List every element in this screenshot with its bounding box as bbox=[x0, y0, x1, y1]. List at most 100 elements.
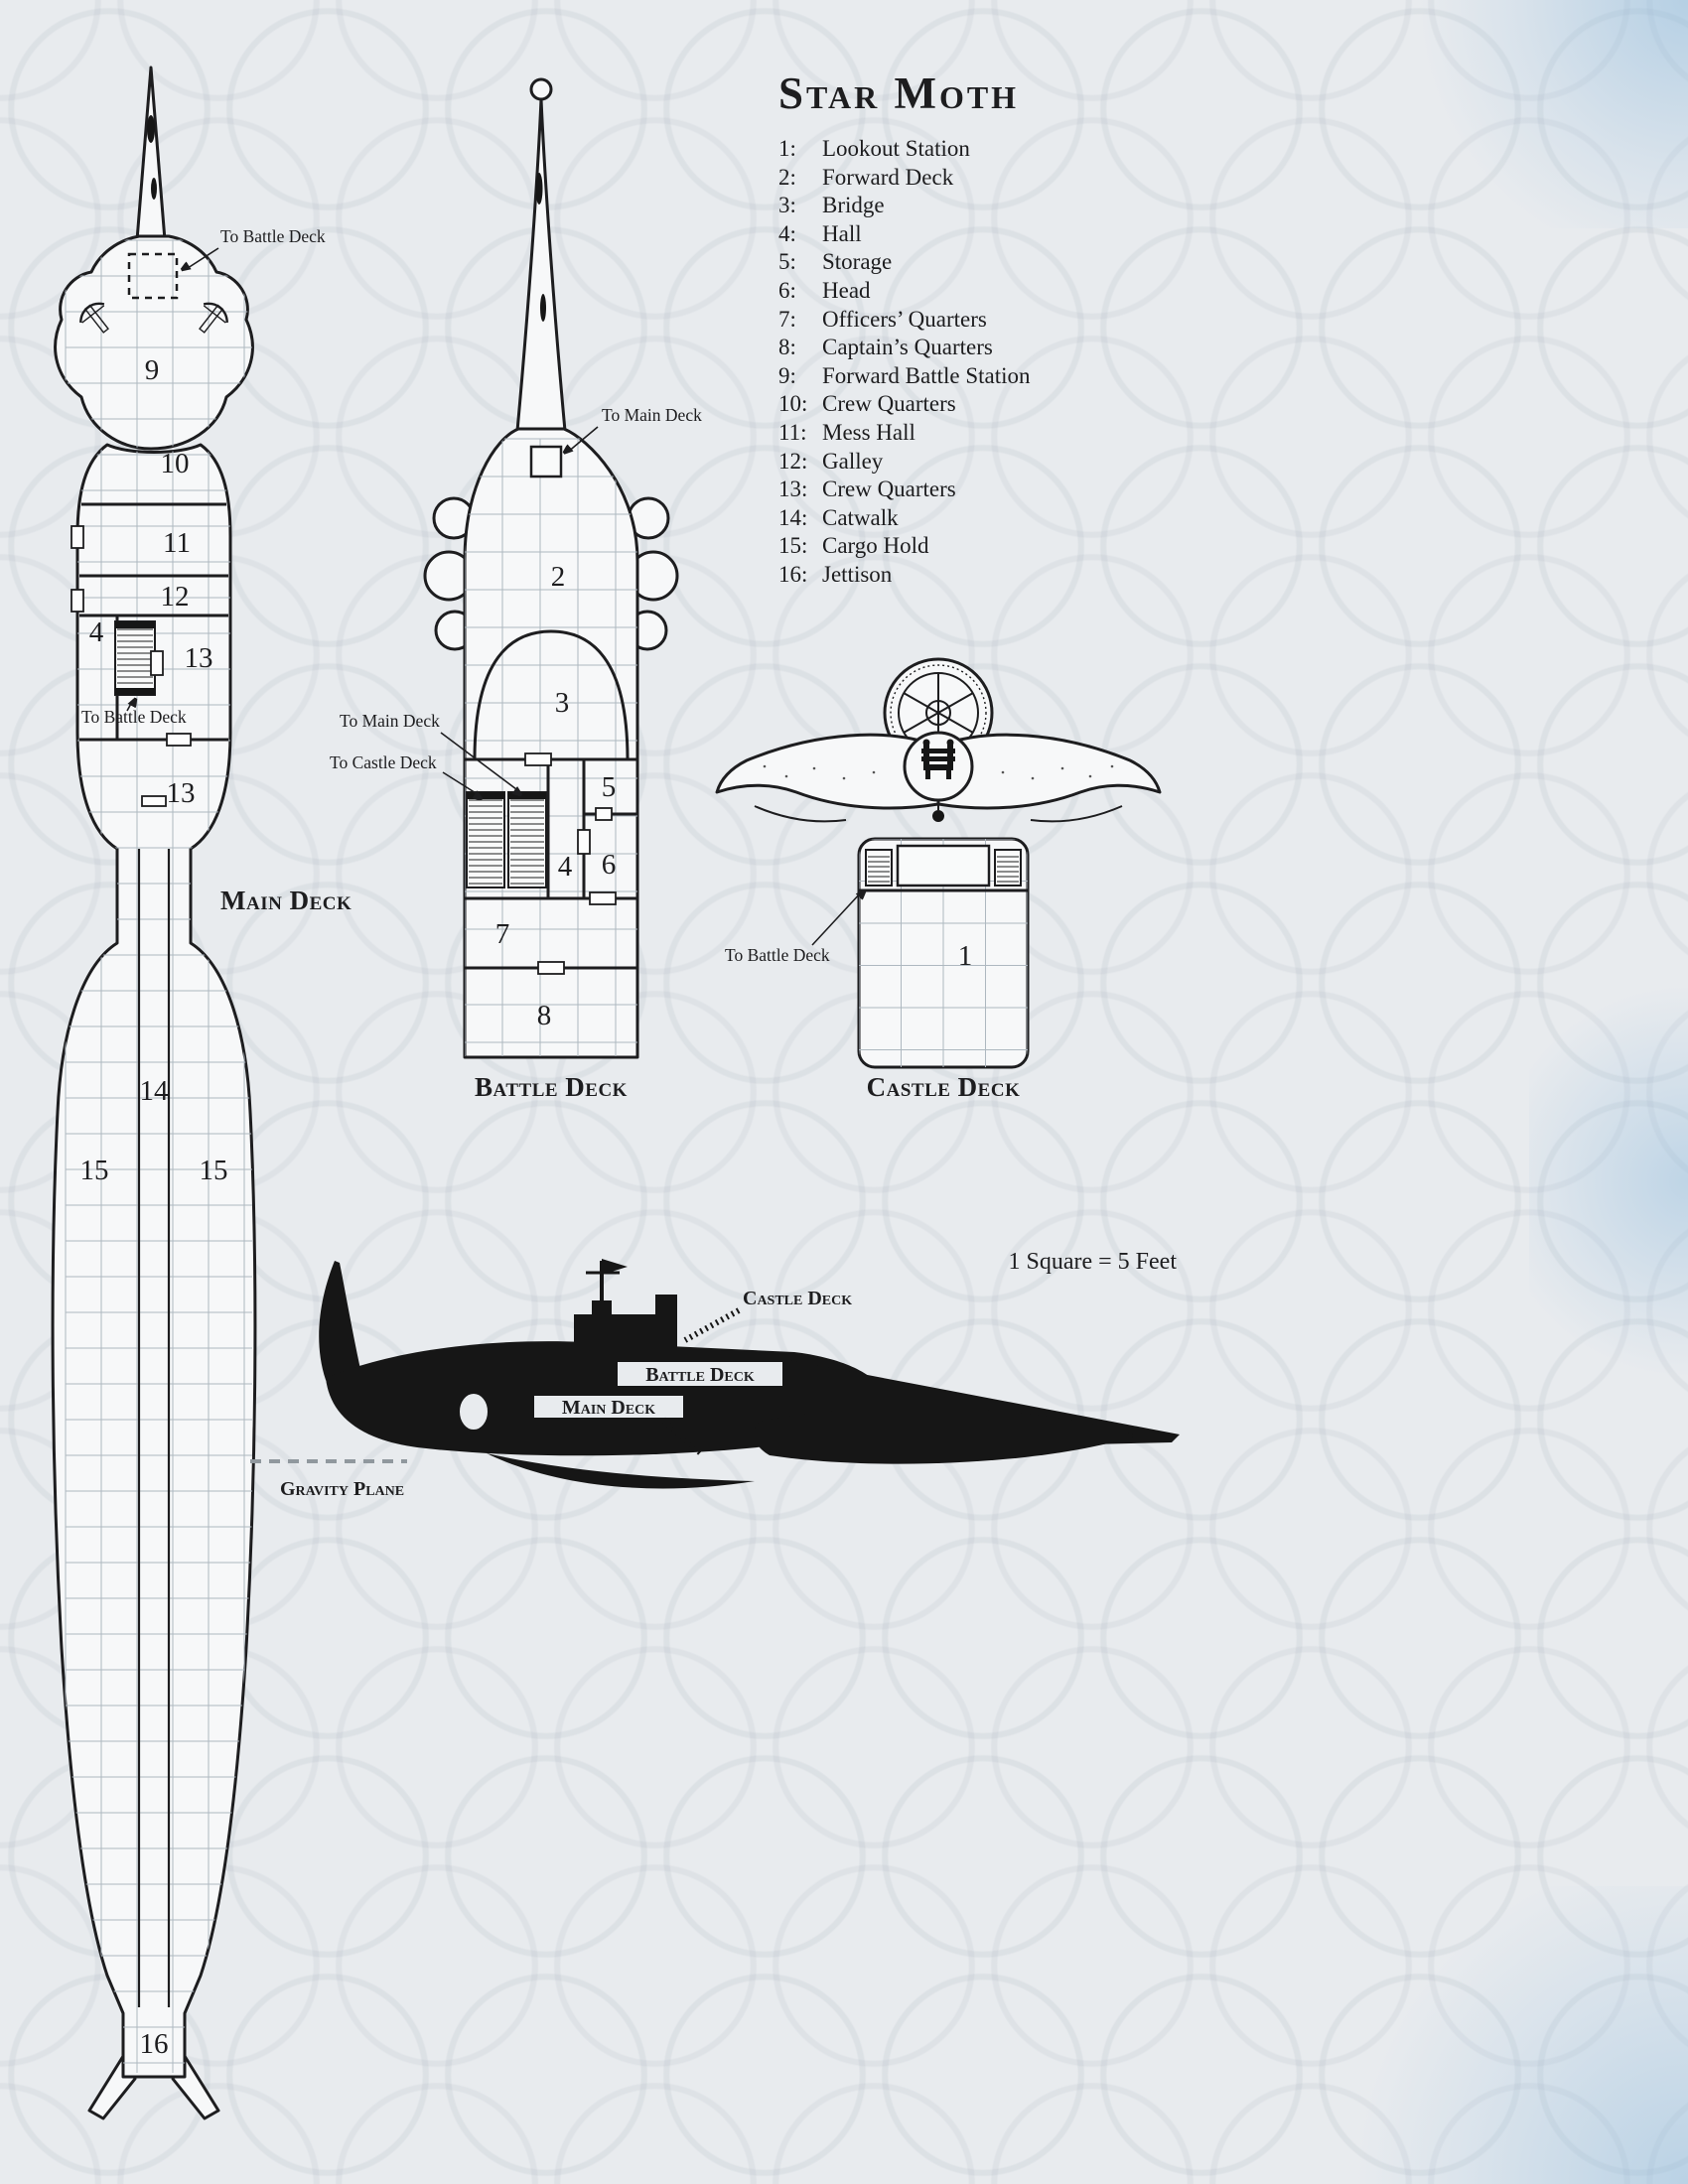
wing-detail bbox=[754, 805, 847, 823]
wing-detail bbox=[1030, 805, 1123, 823]
hatch-icon bbox=[529, 445, 563, 478]
legend-label: Officers’ Quarters bbox=[822, 306, 987, 332]
spike-texture bbox=[151, 178, 157, 200]
side-castle-deck-label: Castle Deck bbox=[743, 1288, 852, 1309]
annotation-to-battle-deck: To Battle Deck bbox=[725, 945, 830, 965]
legend-num: 8: bbox=[778, 335, 796, 360]
legend-list: 1:Lookout Station 2: Forward Deck 3:Bridg… bbox=[778, 135, 1205, 590]
helm-chair-icon bbox=[921, 739, 955, 779]
annotation-to-battle-deck: To Battle Deck bbox=[220, 226, 326, 246]
spike-texture bbox=[540, 294, 546, 322]
main-deck-plan: 9 10 11 12 4 13 13 14 15 15 16 To Battle… bbox=[51, 66, 352, 2120]
helm-pendant-ball bbox=[932, 810, 944, 822]
leader-line bbox=[567, 426, 599, 453]
decorative-swirl-right bbox=[1529, 973, 1688, 1390]
door-icon bbox=[166, 733, 192, 747]
legend-num: 1: bbox=[778, 136, 796, 161]
spike-texture bbox=[147, 115, 155, 143]
legend-panel: Star Moth 1:Lookout Station 2: Forward De… bbox=[778, 68, 1205, 590]
legend-item: 10: Crew Quarters bbox=[778, 390, 1205, 419]
legend-label: Galley bbox=[822, 448, 884, 474]
legend-label: Forward Battle Station bbox=[822, 362, 1031, 388]
stairs-cap bbox=[467, 792, 504, 799]
ballista-icon bbox=[199, 302, 228, 334]
forward-hull bbox=[54, 234, 254, 451]
legend-label: Crew Quarters bbox=[822, 477, 956, 502]
legend-num: 6: bbox=[778, 277, 796, 303]
hatched-leader bbox=[683, 1307, 741, 1343]
label-band bbox=[618, 1362, 782, 1386]
door-icon bbox=[595, 807, 613, 821]
legend-item: 15:Cargo Hold bbox=[778, 532, 1205, 561]
gravity-plane-label: Gravity Plane bbox=[280, 1478, 404, 1500]
room-label-15: 15 bbox=[80, 1155, 109, 1186]
legend-label: Head bbox=[822, 277, 871, 303]
legend-num: 10: bbox=[778, 391, 808, 417]
scale-note: 1 Square = 5 Feet bbox=[1008, 1249, 1178, 1275]
battle-deck-caption: Battle Deck bbox=[475, 1072, 628, 1102]
castle-deck-plan: 1 To Battle Deck Castle Deck bbox=[715, 657, 1162, 1102]
room-label-10: 10 bbox=[161, 448, 190, 479]
bow-spike bbox=[515, 97, 567, 433]
spike-finial bbox=[529, 77, 553, 101]
room-label-2: 2 bbox=[551, 561, 566, 593]
side-elevation: Battle Deck Main Deck Castle Deck Gravit… bbox=[250, 1259, 1180, 1500]
spike-texture bbox=[535, 173, 543, 205]
room-label-8: 8 bbox=[537, 1000, 552, 1031]
annotation-to-main-deck: To Main Deck bbox=[340, 711, 440, 731]
legend-item: 14:Catwalk bbox=[778, 504, 1205, 533]
bow-spike bbox=[135, 66, 167, 242]
legend-item: 11:Mess Hall bbox=[778, 419, 1205, 448]
stairs-hatch bbox=[117, 628, 153, 690]
legend-num: 16: bbox=[778, 561, 808, 587]
legend-label: Mess Hall bbox=[822, 419, 915, 445]
legend-label: Crew Quarters bbox=[822, 391, 956, 417]
legend-label: Forward Deck bbox=[822, 164, 954, 190]
wing-stipple bbox=[763, 764, 1114, 780]
legend-num: 15: bbox=[778, 533, 808, 559]
room-label-13: 13 bbox=[185, 642, 213, 674]
label-band bbox=[534, 1396, 683, 1418]
legend-label: Captain’s Quarters bbox=[822, 335, 993, 360]
stairs-hatch bbox=[469, 799, 502, 885]
legend-item: 5:Storage bbox=[778, 248, 1205, 277]
porthole bbox=[458, 1392, 490, 1432]
stairs-hatch bbox=[868, 856, 890, 883]
legend-item: 1:Lookout Station bbox=[778, 135, 1205, 164]
door-icon bbox=[524, 752, 552, 766]
airlock-icon bbox=[70, 525, 84, 549]
room-label-9: 9 bbox=[145, 354, 160, 386]
legend-num: 3: bbox=[778, 193, 796, 218]
legend-item: 6: Head bbox=[778, 277, 1205, 306]
legend-item: 8: Captain’s Quarters bbox=[778, 334, 1205, 362]
legend-item: 7:Officers’ Quarters bbox=[778, 306, 1205, 335]
legend-item: 9:Forward Battle Station bbox=[778, 362, 1205, 391]
legend-label: Storage bbox=[822, 249, 893, 275]
legend-label: Hall bbox=[822, 220, 862, 246]
legend-label: Jettison bbox=[822, 561, 893, 587]
side-main-deck-label: Main Deck bbox=[562, 1397, 655, 1419]
deck-grid bbox=[465, 438, 637, 1056]
door-icon bbox=[537, 961, 565, 975]
room-label-6: 6 bbox=[602, 849, 617, 881]
legend-num: 13: bbox=[778, 477, 808, 502]
leader-line bbox=[440, 732, 520, 792]
door-icon bbox=[589, 891, 617, 905]
side-battle-deck-label: Battle Deck bbox=[645, 1364, 755, 1386]
page-title: Star Moth bbox=[778, 68, 1020, 118]
room-label-15b: 15 bbox=[200, 1155, 228, 1186]
decorative-swirl-top-right bbox=[1390, 0, 1688, 228]
room-label-12: 12 bbox=[161, 581, 190, 613]
room-label-4: 4 bbox=[89, 616, 104, 648]
wing-right bbox=[936, 733, 1162, 810]
legend-num: 2: bbox=[778, 164, 796, 190]
room-label-14: 14 bbox=[140, 1075, 170, 1107]
airlock-icon bbox=[70, 589, 84, 613]
legend-item: 3:Bridge bbox=[778, 192, 1205, 220]
leader-line bbox=[442, 771, 481, 796]
legend-item: 16: Jettison bbox=[778, 561, 1205, 590]
room-label-7: 7 bbox=[495, 918, 510, 950]
stairs-hatch bbox=[997, 856, 1019, 883]
room-label-13b: 13 bbox=[167, 777, 196, 809]
